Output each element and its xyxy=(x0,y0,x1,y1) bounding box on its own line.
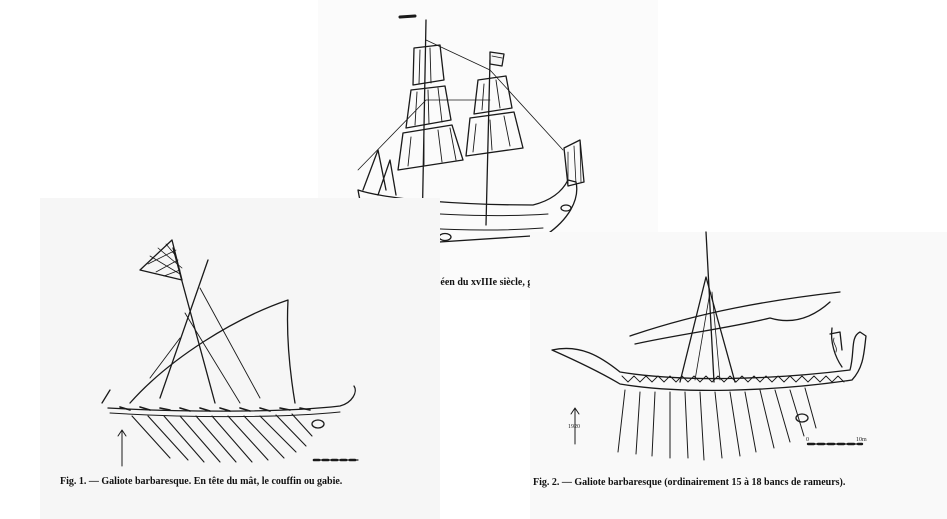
sail-folds xyxy=(694,291,721,381)
crows-nest-hatching xyxy=(147,243,183,277)
north-arrow-icon xyxy=(570,407,580,445)
figure-3-caption: Fig. 3. — Vaisseau européen du xvIIIe si… xyxy=(335,277,587,288)
scale-end-label: 10m xyxy=(856,437,867,443)
hull-lower-line xyxy=(109,411,341,418)
crows-nest-basket xyxy=(139,239,183,281)
sail-scallop xyxy=(634,301,831,345)
lateen-yard xyxy=(159,259,209,399)
galiote-1-drawing xyxy=(101,239,360,467)
galiote-mast xyxy=(172,247,216,404)
hull-zigzag-ornament xyxy=(621,375,845,383)
stern-post xyxy=(829,327,843,368)
bow-tower xyxy=(563,139,585,187)
fore-flag-stripe xyxy=(491,55,503,59)
fore-sail-folds xyxy=(472,79,511,153)
main-topsail xyxy=(405,85,452,129)
rigging-lines xyxy=(357,39,564,171)
figure-1-caption: Fig. 1. — Galiote barbaresque. En tête d… xyxy=(60,476,343,487)
rudder-mark xyxy=(438,232,452,242)
lateen-sail xyxy=(679,276,736,383)
north-label: 1920 xyxy=(568,424,580,430)
mizzen-sail xyxy=(362,149,387,191)
fore-course-sail xyxy=(465,111,524,157)
lateen-sail xyxy=(129,299,296,404)
spanker-sail xyxy=(377,159,397,196)
sail-rigging xyxy=(149,287,261,404)
galiote-oars xyxy=(131,413,313,463)
fore-flag xyxy=(489,51,505,67)
galiote-mast xyxy=(705,231,715,383)
rudder-mark xyxy=(311,419,325,429)
hawse-hole xyxy=(560,204,572,212)
fore-mast xyxy=(485,59,491,226)
main-topgallant-sail xyxy=(412,44,445,86)
galiote-oars xyxy=(617,387,817,461)
figure-2-caption: Fig. 2. — Galiote barbaresque (ordinaire… xyxy=(533,477,846,488)
stern-ornament xyxy=(833,337,837,353)
fore-topsail xyxy=(473,75,513,115)
masthead-pennant xyxy=(398,14,417,19)
rudder-mark xyxy=(795,413,809,423)
north-arrow-icon xyxy=(117,429,127,467)
lateen-yard xyxy=(629,291,841,337)
main-sail-folds xyxy=(407,47,457,167)
galiote-hull xyxy=(551,331,867,392)
oar-ports xyxy=(119,406,311,412)
scale-start-label: 0 xyxy=(806,437,809,443)
bow-tower-lines xyxy=(567,141,582,185)
main-course-sail xyxy=(397,124,464,171)
galiote-2-drawing: 1920 0 10m xyxy=(551,231,867,461)
figure-1-panel: Fig. 1. — Galiote barbaresque. En tête d… xyxy=(40,198,440,519)
figure-2-panel: 1920 0 10m Fig. 2. — Galiote barbaresque… xyxy=(530,231,947,519)
